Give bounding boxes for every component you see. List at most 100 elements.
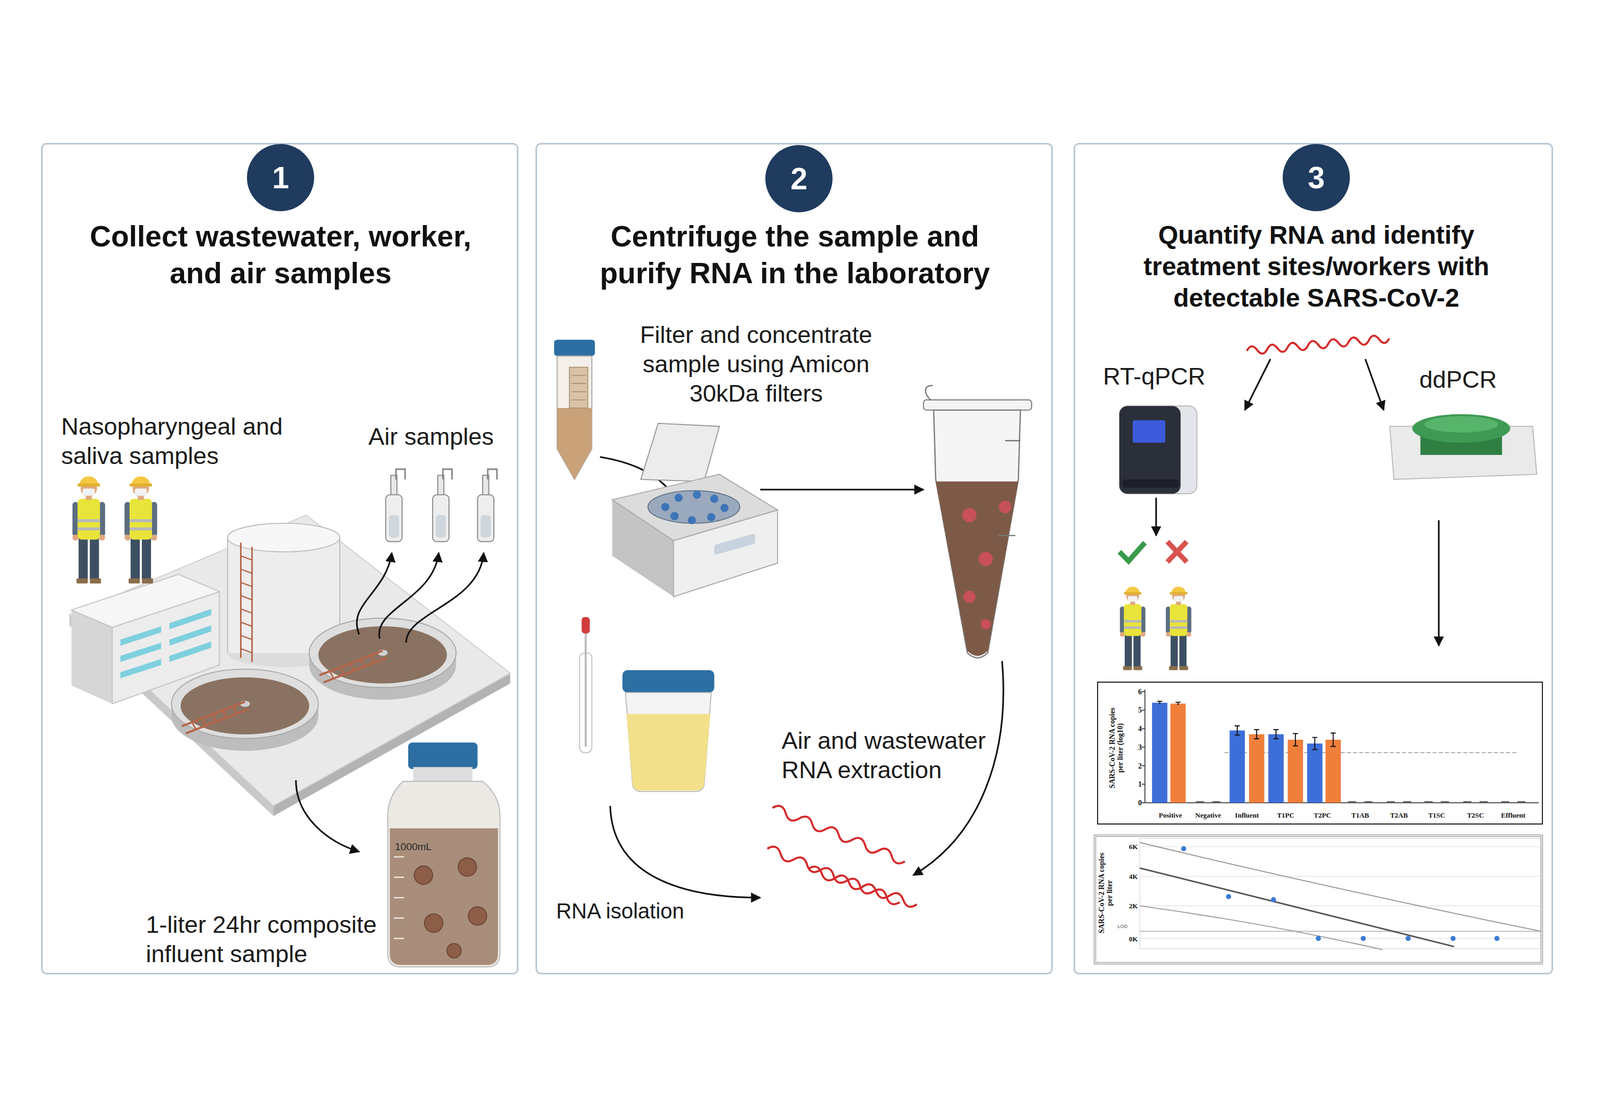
category-label: T2PC [1302,810,1342,821]
treatment-plant [120,659,162,679]
bar-chart-plot [1195,801,1526,803]
treatment-plant [241,555,253,653]
bar-chart-plot [1288,739,1304,803]
falcon-tube [557,355,592,479]
sample-label: 1-liter 24hr composite influent sample [146,910,397,970]
axis-tick: 4K [1119,871,1138,882]
sample-bottle [414,866,433,885]
centrifuge [661,502,670,511]
bar-chart-plot [1307,743,1323,803]
bar-chart-frame: SARS-CoV-2 RNA copies per liter (log10)0… [1097,681,1543,825]
step-note: RNA isolation [556,898,710,924]
scatter-chart-plot [1139,905,1383,950]
centrifuge [641,423,720,482]
step-number-badge: 2 [765,145,833,213]
microcentrifuge-tube [962,500,1012,630]
step-number: 1 [246,144,315,212]
sample-bottle [394,857,405,939]
axis-tick: 1 [1125,779,1142,790]
saliva-cup [622,670,715,693]
scatter-chart-plot [1181,845,1500,941]
treatment-plant [240,542,242,658]
rna-strand [1246,334,1390,356]
bar-chart-plot [1145,802,1540,804]
sample-bottle [387,742,500,967]
step-number: 2 [765,145,833,213]
qpcr-machine [1132,420,1166,443]
microcentrifuge-tube [963,590,976,603]
scatter-chart-plot [1226,893,1232,900]
saliva-cup [622,670,715,792]
bar-chart-plot [1141,691,1146,803]
scatter-chart-frame: SARS-CoV-2 RNA copies per liter6K4K2K0KL… [1093,834,1543,965]
qpcr-machine [1119,405,1197,494]
step-number-badge: 1 [246,144,315,212]
swab-sample [579,617,592,753]
microcentrifuge-tube [933,410,1021,659]
ddpcr-machine [1412,414,1511,444]
treatment-plant [169,625,212,646]
sample-bottle [413,766,473,782]
ddpcr-machine [1424,416,1499,433]
bar-chart-plot [1152,702,1323,804]
bar-chart-plot [1170,703,1342,803]
scatter-chart-plot [1450,936,1456,942]
air-sampler [385,494,403,542]
rna-strand [770,803,907,866]
step-heading: Quantify RNA and identify treatment site… [1127,219,1506,314]
treatment-plant [169,609,212,630]
centrifuge [661,490,729,525]
falcon-tube [554,339,596,480]
qpcr-machine [1119,405,1181,494]
axis-tick: 3 [1125,742,1142,753]
saliva-cup [625,692,712,792]
air-sampler [488,469,498,480]
scatter-chart-plot [1181,845,1187,852]
flow-arrow [610,805,760,898]
worker-figure [1165,586,1192,671]
category-label: Influent [1227,810,1267,821]
axis-tick: 6K [1119,841,1138,852]
falcon-tube [571,375,586,400]
clarifier-tank [171,669,319,751]
cross-mark [1167,541,1187,563]
method-label: ddPCR [1419,365,1517,395]
centrifuge [688,516,696,525]
step-heading: Centrifuge the sample and purify RNA in … [585,218,1004,292]
step-note: Filter and concentrate sample using Amic… [630,320,882,409]
sample-bottle [458,857,477,876]
air-sampler [395,469,405,480]
flow-arrow [1155,497,1157,536]
category-label: T1SC [1417,810,1457,821]
air-sampler [388,515,399,538]
clarifier-tank [309,618,457,700]
step-note: Air and wastewater RNA extraction [781,726,1012,786]
microcentrifuge-tube [925,385,933,400]
sample-bottle [389,828,499,965]
microcentrifuge-tube [978,552,994,567]
falcon-tube [557,408,592,480]
bar-chart-plot [1141,689,1539,803]
scatter-chart-plot [1315,936,1322,942]
scatter-chart-plot [1139,838,1541,950]
microcentrifuge-tube [935,481,1019,656]
category-label: Positive [1150,810,1190,821]
swab-sample [584,630,587,747]
sample-bottle [387,781,500,967]
microcentrifuge-tube [962,507,977,523]
microcentrifuge-tube [998,500,1012,514]
axis-tick: 0K [1119,933,1138,944]
sample-label: Air samples [368,422,512,452]
axis-title: SARS-CoV-2 RNA copies per liter (log10) [1108,704,1125,792]
qpcr-machine [1119,405,1197,494]
sample-bottle [408,742,478,770]
centrifuge [710,494,719,503]
scatter-chart-plot [1494,936,1500,942]
category-label: T1AB [1340,810,1380,821]
flow-arrow [296,780,360,852]
category-label: T2SC [1456,810,1495,821]
scatter-chart-plot [1139,838,1541,949]
falcon-tube [569,367,588,409]
centrifuge [714,533,756,556]
treatment-plant [169,641,212,662]
